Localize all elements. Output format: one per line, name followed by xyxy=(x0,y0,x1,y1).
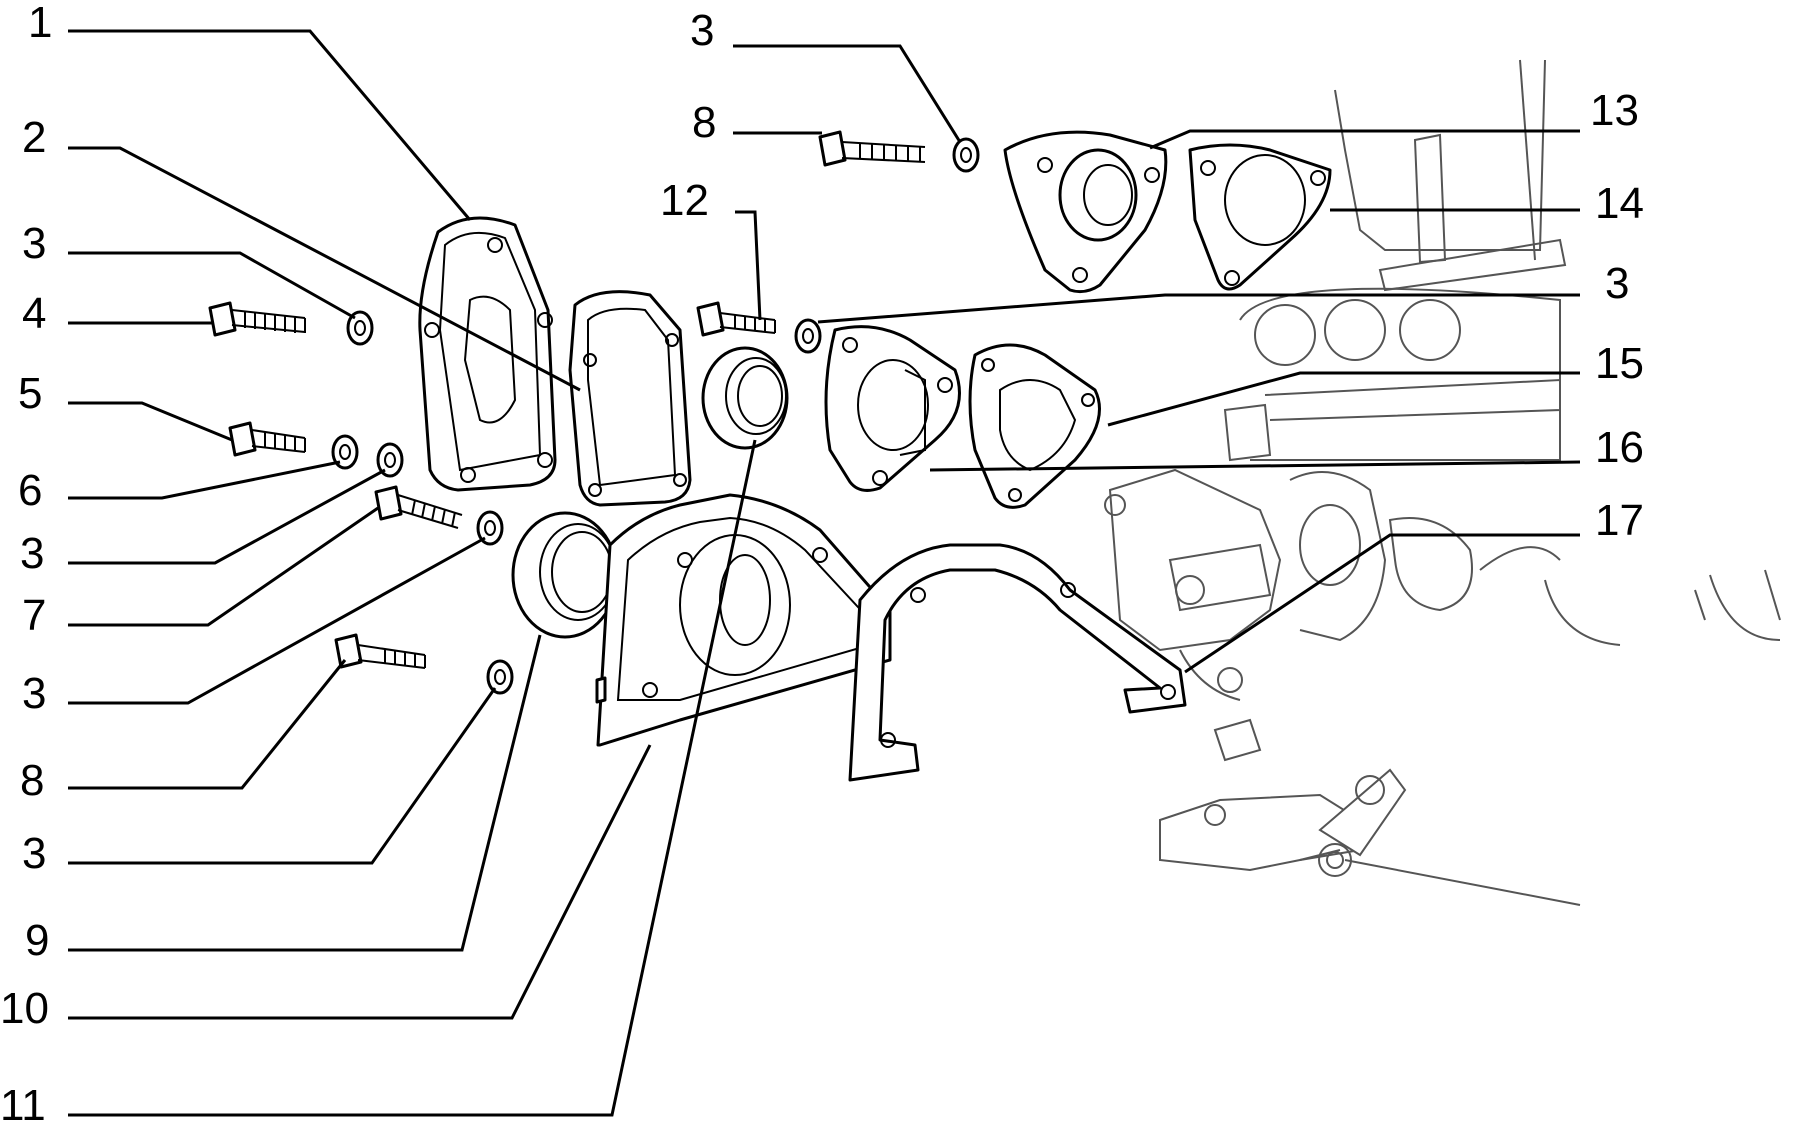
leader-1 xyxy=(68,29,472,221)
leader-8a xyxy=(68,659,347,790)
leader-17 xyxy=(1184,533,1580,674)
callout-3d: 3 xyxy=(22,829,46,878)
callout-1: 1 xyxy=(28,0,52,47)
leader-10 xyxy=(68,744,652,1020)
callout-3b: 3 xyxy=(20,529,44,578)
part-2-gasket xyxy=(568,290,692,507)
leader-13 xyxy=(1149,129,1580,150)
callout-6: 6 xyxy=(18,466,42,515)
leader-7 xyxy=(68,506,379,627)
part-11-oil-seal xyxy=(701,346,789,450)
part-7-bolt xyxy=(374,485,463,529)
callout-9: 9 xyxy=(25,916,49,965)
callout-16: 16 xyxy=(1595,423,1644,472)
part-15-thermostat-gasket xyxy=(968,343,1101,509)
callout-3f: 3 xyxy=(1605,259,1629,308)
leader-9 xyxy=(68,634,542,952)
callout-11: 11 xyxy=(0,1081,46,1123)
leader-3a xyxy=(68,251,356,320)
leader-11 xyxy=(68,439,757,1117)
part-10-front-cover xyxy=(595,493,892,747)
callout-10: 10 xyxy=(0,984,49,1033)
part-5-bolt xyxy=(228,421,306,457)
callout-8b: 8 xyxy=(692,98,716,147)
leader-2 xyxy=(68,146,581,392)
callout-12: 12 xyxy=(660,176,709,225)
part-12-bolt xyxy=(696,301,776,337)
leader-5 xyxy=(68,401,233,442)
callout-8a: 8 xyxy=(20,756,44,805)
callout-3e: 3 xyxy=(690,6,714,55)
part-1-cover-plate xyxy=(418,216,557,492)
leader-15 xyxy=(1107,371,1580,427)
callout-17: 17 xyxy=(1595,496,1644,545)
part-17-arch-bracket xyxy=(848,543,1187,782)
leader-3b xyxy=(68,468,386,565)
engine-block-background xyxy=(1104,59,1781,906)
callout-14: 14 xyxy=(1595,179,1644,228)
part-13-pump-housing xyxy=(1003,130,1168,294)
leader-3d xyxy=(68,687,497,865)
callout-numbers: 1 2 3 4 5 6 3 7 3 8 3 9 10 11 12 3 8 13 … xyxy=(0,0,1644,1123)
leader-16 xyxy=(929,460,1581,472)
part-8-bolt-lower xyxy=(334,633,426,669)
callout-5: 5 xyxy=(18,369,42,418)
part-4-bolt xyxy=(208,301,306,337)
leader-3e xyxy=(733,44,962,143)
leader-6 xyxy=(68,460,341,500)
callout-4: 4 xyxy=(22,289,46,338)
callout-3a: 3 xyxy=(22,219,46,268)
part-14-pump-gasket xyxy=(1188,143,1332,291)
callout-2: 2 xyxy=(22,113,46,162)
part-9-oil-seal xyxy=(511,511,619,639)
callout-15: 15 xyxy=(1595,339,1644,388)
leader-12 xyxy=(735,210,762,321)
leader-lines xyxy=(68,29,1581,1117)
part-3-washers xyxy=(331,137,980,695)
leader-3c xyxy=(68,536,486,705)
part-8-bolt-upper xyxy=(818,130,926,167)
callout-3c: 3 xyxy=(22,669,46,718)
callout-7: 7 xyxy=(22,591,46,640)
leader-3f xyxy=(817,293,1580,324)
callout-13: 13 xyxy=(1590,86,1639,135)
part-16-thermostat-housing xyxy=(824,325,961,492)
